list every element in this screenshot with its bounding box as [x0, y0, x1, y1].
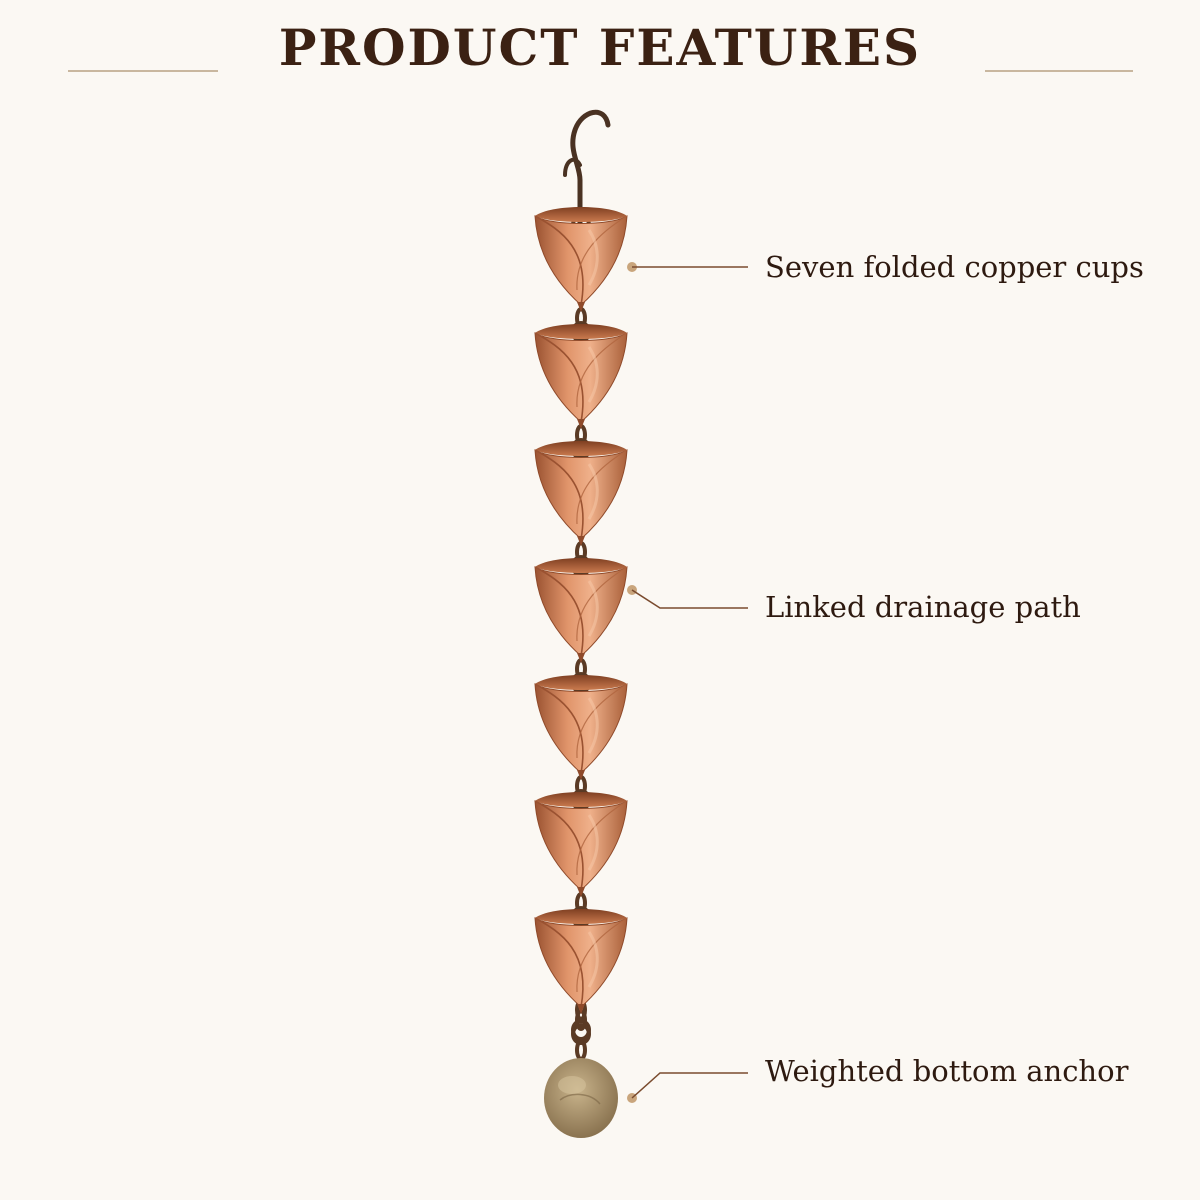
callout-connectors [627, 262, 748, 1103]
copper-cup [534, 675, 628, 780]
copper-cup [534, 324, 628, 429]
copper-cup [534, 558, 628, 663]
callout-label-anchor: Weighted bottom anchor [765, 1054, 1129, 1088]
callout-label-cups: Seven folded copper cups [765, 250, 1144, 284]
copper-cup [534, 207, 628, 312]
callout-label-drainage: Linked drainage path [765, 590, 1081, 624]
page-title: PRODUCT FEATURES [278, 18, 922, 77]
title-divider-left [68, 70, 218, 72]
copper-cup [534, 792, 628, 897]
hook-icon [570, 109, 611, 241]
copper-cup [534, 909, 628, 1014]
stone-anchor [544, 1058, 618, 1138]
copper-cup [534, 441, 628, 546]
title-divider-right [985, 70, 1133, 72]
